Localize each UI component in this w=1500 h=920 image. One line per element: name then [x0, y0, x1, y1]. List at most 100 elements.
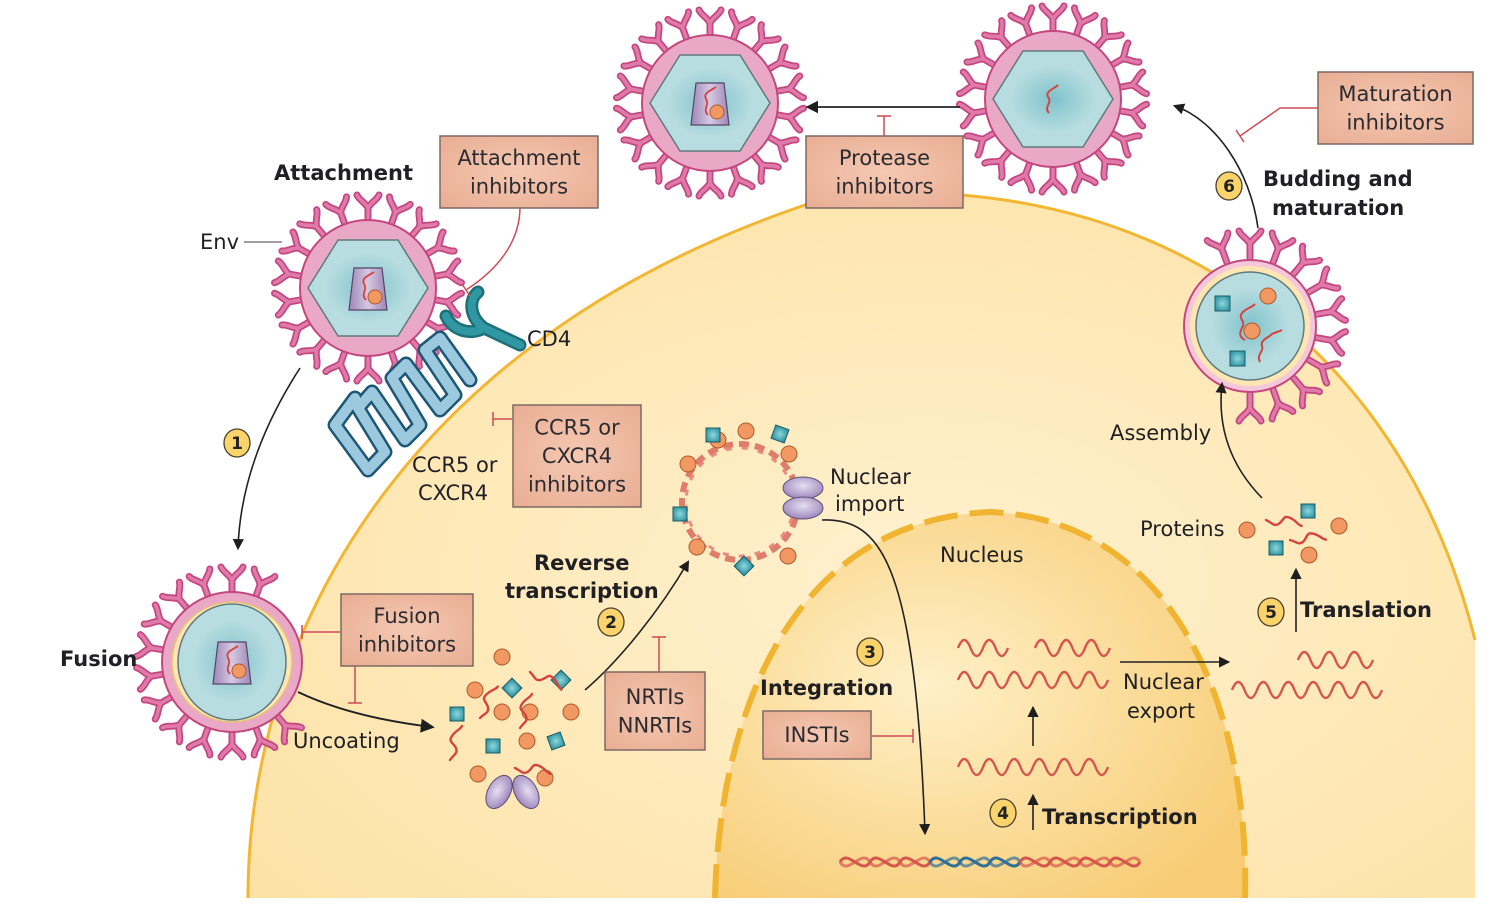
rt-inhibitor-label: NRTIs [626, 685, 685, 709]
assembly-label: Assembly [1110, 421, 1211, 445]
env-spike-icon [221, 567, 243, 594]
arrow-attachment-to-fusion [232, 367, 301, 551]
step-badge-4: 4 [989, 798, 1017, 828]
protein-square-icon [770, 424, 790, 444]
capsid-core-icon [348, 267, 388, 311]
host-dna-icon [838, 856, 932, 868]
mature-virion [617, 10, 804, 196]
nuclear-import-label-1: Nuclear [830, 465, 911, 489]
mrna-icon [1230, 680, 1384, 700]
maturation-inhibitor-label: Maturation [1338, 82, 1452, 106]
protease-inhibitor-label: Protease [839, 146, 930, 170]
protein-cluster [1238, 503, 1348, 564]
viral-rna-icon [704, 86, 717, 116]
protein-circle-icon [493, 648, 511, 666]
protein-square-icon [733, 555, 755, 577]
env-spike-icon [1042, 165, 1064, 192]
protein-circle-icon [780, 445, 798, 463]
step-badge-1: 1 [223, 428, 251, 458]
step-badges: 1 2 3 4 5 6 [223, 171, 1285, 828]
stage-label-transcription: Transcription [1042, 805, 1198, 829]
budding-virion [1183, 231, 1345, 421]
nucleus-label: Nucleus [940, 543, 1024, 567]
step-number: 4 [997, 804, 1009, 824]
enzyme-icon [231, 663, 247, 679]
env-label: Env [200, 230, 239, 254]
arrow-reverse-transcription [584, 560, 690, 691]
mrna-icon [956, 670, 1110, 690]
reverse-transcriptase-icon [485, 774, 513, 810]
stage-label-budding-1: Budding and [1263, 167, 1413, 191]
protein-circle-icon [562, 703, 580, 721]
spliced-mrna-icon [1033, 638, 1112, 658]
protein-circle-icon [1300, 546, 1318, 564]
integrase-icon [782, 476, 824, 500]
protein-square-icon [546, 731, 566, 751]
coreceptor-label-line1: CCR5 or [412, 453, 498, 477]
step-badge-5: 5 [1257, 597, 1285, 627]
mrna-icon [956, 757, 1110, 777]
integrase-inhibitor-box: INSTIs [762, 710, 872, 760]
uncoated-contents [448, 648, 580, 810]
step-number: 1 [231, 434, 243, 454]
viral-rna-icon [1046, 84, 1059, 114]
virions [137, 6, 1346, 757]
env-spike-icon [1315, 299, 1345, 325]
env-spike-icon [699, 169, 721, 196]
fusing-virion [137, 567, 302, 757]
step-badge-6: 6 [1215, 171, 1243, 201]
mrna-icon [1296, 650, 1375, 670]
stage-label-integration: Integration [760, 676, 893, 700]
step-number: 2 [605, 613, 617, 633]
protein-circle-icon [1238, 521, 1256, 539]
protein-circle-icon [779, 547, 797, 565]
nuclear-import-label-2: import [835, 492, 904, 516]
protein-square-icon [550, 669, 572, 691]
step-badge-2: 2 [597, 607, 625, 637]
protein-circle-icon [679, 455, 697, 473]
nuclear-export-label-2: export [1127, 699, 1195, 723]
stage-label-budding-2: maturation [1272, 196, 1404, 220]
coreceptor-inhibitor-label: inhibitors [528, 473, 626, 497]
fusion-inhibitor-label: inhibitors [358, 632, 456, 656]
capsid-core-icon [212, 641, 252, 685]
protein-circle-icon [1259, 287, 1277, 305]
arrow-assembly [1215, 381, 1263, 499]
arrow-nuclear-import [821, 519, 931, 836]
reverse-transcriptase-icon [512, 774, 540, 810]
stage-label-reverse-transcription-1: Reverse [534, 551, 629, 575]
stage-label-reverse-transcription-2: transcription [505, 579, 659, 603]
step-badge-3: 3 [856, 637, 884, 667]
protein-square-icon [1300, 503, 1316, 519]
arrow-budding [1172, 103, 1259, 229]
maturation-inhibitor-label: inhibitors [1346, 110, 1444, 134]
env-spike-icon [1042, 6, 1064, 33]
coreceptor-inhibitor-label: CCR5 or [534, 416, 620, 440]
protein-circle-icon [536, 769, 554, 787]
integrase-icon [782, 496, 824, 520]
cd4-receptor [439, 285, 527, 352]
stage-label-fusion: Fusion [60, 647, 137, 671]
immature-virion [960, 6, 1147, 192]
nuclear-export-label-1: Nuclear [1123, 670, 1204, 694]
arrows [232, 100, 1302, 836]
protein-square-icon [449, 706, 465, 722]
maturation-inhibitor-box: Maturation inhibitors [1317, 71, 1474, 145]
viral-rna-icon [362, 271, 375, 301]
protein-circle-icon [518, 732, 536, 750]
cd4-label: CD4 [527, 327, 571, 351]
protein-circle-icon [1330, 517, 1348, 535]
nucleic-acids [838, 638, 1384, 868]
env-spike-icon [1263, 233, 1293, 266]
integrated-provirus-icon [928, 856, 1022, 868]
protein-circle-icon [737, 422, 755, 440]
stage-label-attachment: Attachment [274, 161, 413, 185]
protein-square-icon [1229, 350, 1246, 367]
stage-label-translation: Translation [1300, 598, 1432, 622]
